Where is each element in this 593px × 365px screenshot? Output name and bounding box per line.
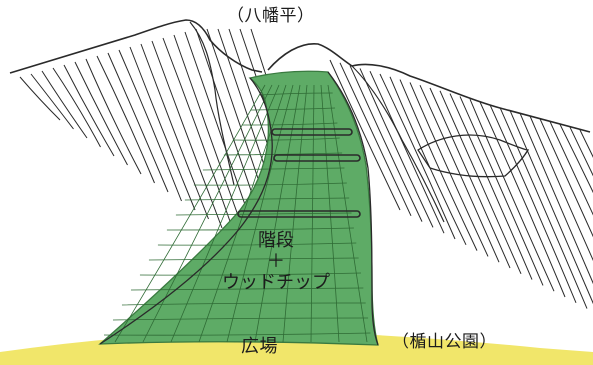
hatch-stroke: [450, 94, 532, 280]
hatch-stroke: [400, 80, 477, 251]
hatch-stroke: [20, 77, 60, 120]
hatch-stroke: [130, 47, 195, 210]
hatch-stroke: [460, 96, 543, 285]
hatch-stroke: [410, 82, 488, 256]
hatch-stroke: [53, 68, 101, 147]
label-path-material: 階段 ＋ ウッドチップ: [214, 232, 338, 295]
label-tateyama-park: （楯山公園）: [392, 334, 497, 351]
hatch-stroke: [64, 65, 114, 156]
hatch-stroke: [42, 71, 87, 138]
label-yawatadaira: （八幡平）: [227, 8, 315, 25]
hatch-stroke: [540, 119, 593, 320]
hatch-stroke: [480, 102, 565, 297]
hatch-stroke: [500, 108, 587, 309]
hatch-stroke: [31, 74, 74, 129]
label-woodchip: ウッドチップ: [214, 274, 338, 292]
right-cliff: [418, 135, 528, 177]
label-plus: ＋: [214, 253, 338, 271]
hatch-stroke: [97, 56, 155, 183]
hatch-stroke: [86, 59, 141, 174]
hatch-stroke: [580, 130, 593, 320]
label-steps: 階段: [214, 232, 338, 250]
hatch-stroke: [430, 88, 510, 268]
hatch-stroke: [163, 38, 236, 237]
label-plaza: 広場: [241, 338, 278, 356]
hatch-stroke: [470, 99, 554, 291]
hatch-stroke: [510, 110, 593, 314]
hatch-stroke: [420, 85, 499, 262]
hatch-stroke: [440, 91, 521, 274]
hatch-stroke: [75, 62, 128, 165]
hatch-stroke: [490, 105, 576, 303]
hatch-stroke: [108, 53, 168, 192]
hatch-stroke: [570, 127, 593, 320]
